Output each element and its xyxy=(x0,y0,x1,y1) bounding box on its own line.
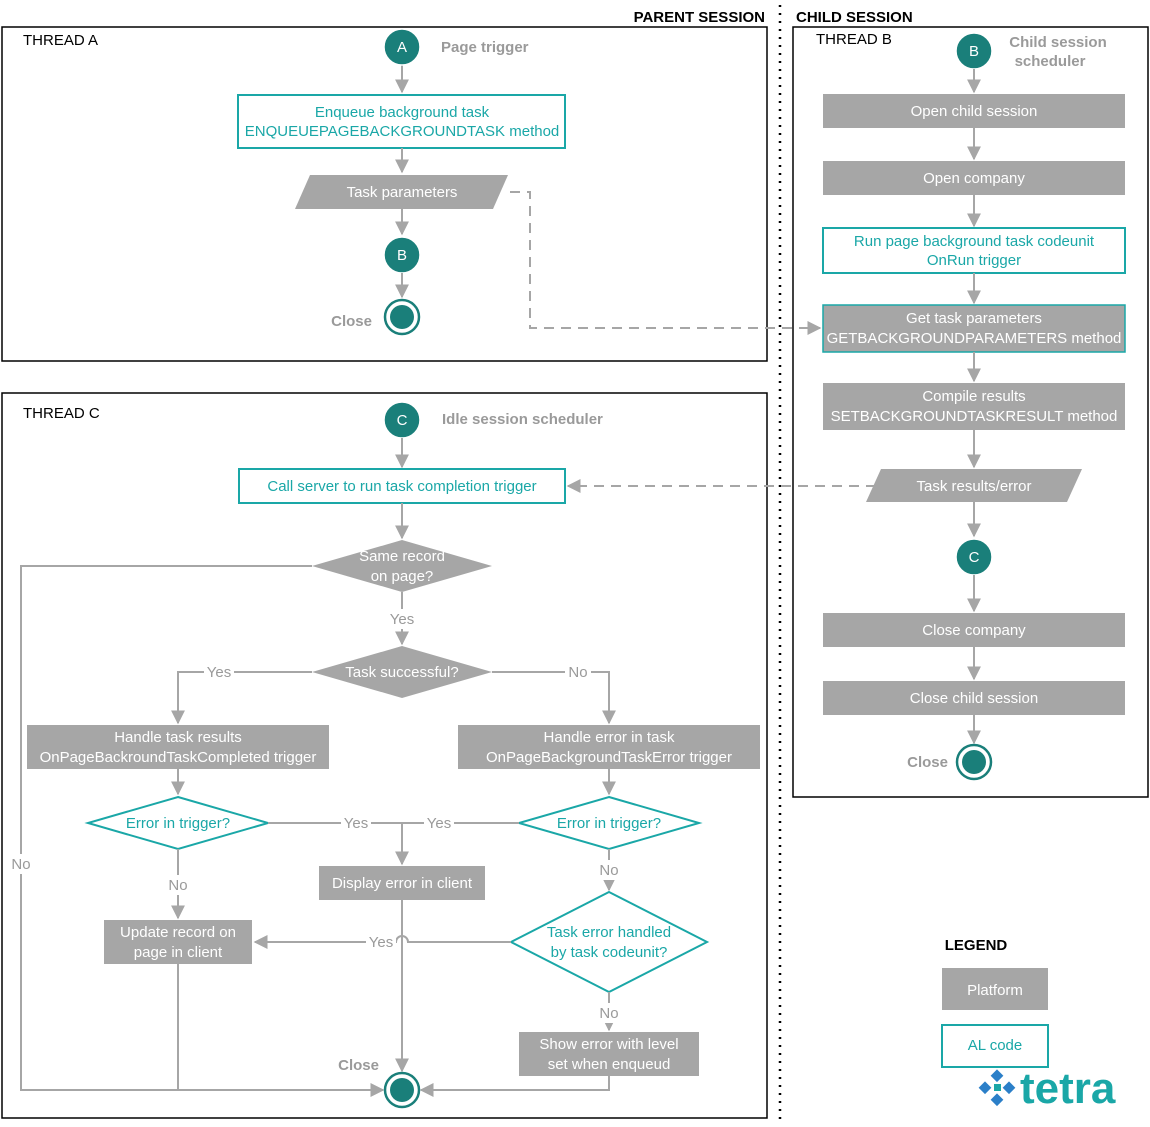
call-server-label: Call server to run task completion trigg… xyxy=(267,478,536,495)
legend-al-swatch xyxy=(941,1024,1049,1068)
thread-b-close-label: Close xyxy=(907,754,948,771)
parameters-link xyxy=(510,191,822,335)
task-parameters-shape xyxy=(295,175,508,209)
idle-scheduler-label: Idle session scheduler xyxy=(442,411,603,428)
error-handled-line-1: Task error handled xyxy=(547,924,671,941)
handle-results-box xyxy=(27,725,329,769)
thread-b-frame xyxy=(792,26,1149,798)
task-successful-no-label: No xyxy=(568,664,587,681)
tetra-logo-text: tetra xyxy=(1020,1064,1116,1113)
task-error-handled-decision xyxy=(508,890,710,994)
error-handled-yes-label: Yes xyxy=(369,934,393,951)
update-record-line-1: Update record on xyxy=(120,924,236,941)
update-record-line-2: page in client xyxy=(134,944,223,961)
open-company-label: Open company xyxy=(923,170,1025,187)
thread-a-title: THREAD A xyxy=(23,32,98,49)
handle-error-box xyxy=(458,725,760,769)
enqueue-line-1: Enqueue background task xyxy=(315,104,490,121)
close-child-session-label: Close child session xyxy=(910,690,1038,707)
enqueue-task-box xyxy=(237,94,566,149)
connector-b-start-label: B xyxy=(969,43,979,60)
close-company-label: Close company xyxy=(922,622,1026,639)
thread-c-frame xyxy=(1,392,768,1119)
connector-c-start-label: C xyxy=(397,412,408,429)
tetra-logo: tetra xyxy=(978,1064,1116,1113)
error-trigger-right-label: Error in trigger? xyxy=(557,815,661,832)
thread-c-title: THREAD C xyxy=(23,405,100,422)
open-company-box xyxy=(823,161,1125,195)
close-child-session-box xyxy=(823,681,1125,715)
legend-al-label: AL code xyxy=(968,1037,1023,1054)
task-successful-yes-label: Yes xyxy=(207,664,231,681)
same-record-decision xyxy=(312,540,492,592)
legend-platform-label: Platform xyxy=(967,982,1023,999)
get-parameters-box xyxy=(822,304,1126,353)
run-codeunit-line-1: Run page background task codeunit xyxy=(854,233,1095,250)
connector-a-start xyxy=(383,28,421,66)
handle-error-line-1: Handle error in task xyxy=(544,729,675,746)
child-scheduler-label-1: Child session xyxy=(1009,34,1107,51)
task-results-label: Task results/error xyxy=(916,478,1031,495)
parent-session-label: PARENT SESSION xyxy=(634,9,765,26)
open-child-session-box xyxy=(823,94,1125,128)
thread-a-frame xyxy=(1,26,768,362)
handle-results-line-1: Handle task results xyxy=(114,729,242,746)
run-codeunit-line-2: OnRun trigger xyxy=(927,252,1021,269)
legend-title: LEGEND xyxy=(945,937,1008,954)
display-error-label: Display error in client xyxy=(332,875,473,892)
task-successful-decision xyxy=(312,646,492,698)
connector-b-out-label: B xyxy=(397,247,407,264)
task-successful-label: Task successful? xyxy=(345,664,458,681)
show-error-line-1: Show error with level xyxy=(539,1036,678,1053)
same-record-no-label: No xyxy=(11,856,30,873)
compile-results-line-1: Compile results xyxy=(922,388,1025,405)
error-handled-no-label: No xyxy=(599,1005,618,1022)
handle-results-line-2: OnPageBackroundTaskCompleted trigger xyxy=(40,749,317,766)
error-trigger-left-label: Error in trigger? xyxy=(126,815,230,832)
enqueue-line-2: ENQUEUEPAGEBACKGROUNDTASK method xyxy=(245,123,560,140)
compile-results-line-2: SETBACKGROUNDTASKRESULT method xyxy=(831,408,1118,425)
handle-error-line-2: OnPageBackgroundTaskError trigger xyxy=(486,749,732,766)
update-record-box xyxy=(104,920,252,964)
get-parameters-line-1: Get task parameters xyxy=(906,310,1042,327)
same-record-line-1: Same record xyxy=(359,548,445,565)
page-trigger-label: Page trigger xyxy=(441,39,529,56)
show-error-line-2: set when enqueud xyxy=(548,1056,671,1073)
error-handled-line-2: by task codeunit? xyxy=(551,944,668,961)
thread-c-close-label: Close xyxy=(338,1057,379,1074)
show-error-box xyxy=(519,1032,699,1076)
same-record-line-2: on page? xyxy=(371,568,434,585)
same-record-yes-label: Yes xyxy=(390,611,414,628)
run-codeunit-box xyxy=(822,227,1126,274)
task-results-shape xyxy=(866,469,1082,502)
compile-results-box xyxy=(823,383,1125,430)
child-scheduler-label-2: scheduler xyxy=(1015,53,1086,70)
open-child-session-label: Open child session xyxy=(911,103,1038,120)
error-right-no-label: No xyxy=(599,862,618,879)
get-parameters-line-2: GETBACKGROUNDPARAMETERS method xyxy=(827,330,1122,347)
error-left-yes-label: Yes xyxy=(344,815,368,832)
connector-c-out-label: C xyxy=(969,549,980,566)
task-parameters-label: Task parameters xyxy=(347,184,458,201)
legend-platform-swatch xyxy=(942,968,1048,1010)
close-company-box xyxy=(823,613,1125,647)
child-session-label: CHILD SESSION xyxy=(796,9,913,26)
error-left-no-label: No xyxy=(168,877,187,894)
display-error-box xyxy=(319,866,485,900)
connector-a-label: A xyxy=(397,39,407,56)
thread-b-title: THREAD B xyxy=(816,31,892,48)
thread-a-close-label: Close xyxy=(331,313,372,330)
error-right-yes-label: Yes xyxy=(427,815,451,832)
